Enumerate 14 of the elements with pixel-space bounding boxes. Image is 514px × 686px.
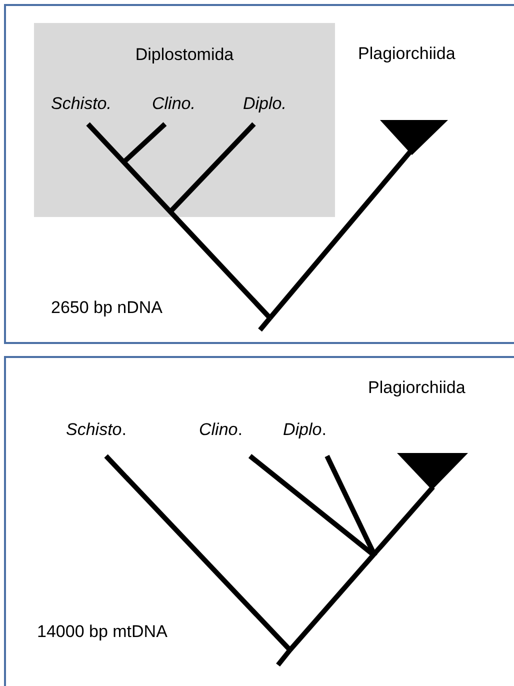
taxon-label: Schisto. — [66, 420, 126, 440]
dataset-label: 2650 bp nDNA — [51, 298, 163, 318]
taxon-label: Diplo. — [243, 94, 286, 114]
tree-panel — [4, 4, 514, 344]
tree-panel — [4, 356, 514, 686]
dataset-label: 14000 bp mtDNA — [37, 622, 168, 642]
taxon-label: Schisto. — [51, 94, 112, 114]
taxon-label: Clino. — [199, 420, 242, 440]
clade-label: Plagiorchiida — [368, 378, 466, 398]
clade-highlight — [34, 23, 335, 217]
clade-label: Plagiorchiida — [358, 44, 456, 64]
clade-label: Diplostomida — [134, 45, 235, 65]
taxon-label: Diplo. — [283, 420, 326, 440]
taxon-label: Clino. — [152, 94, 196, 114]
